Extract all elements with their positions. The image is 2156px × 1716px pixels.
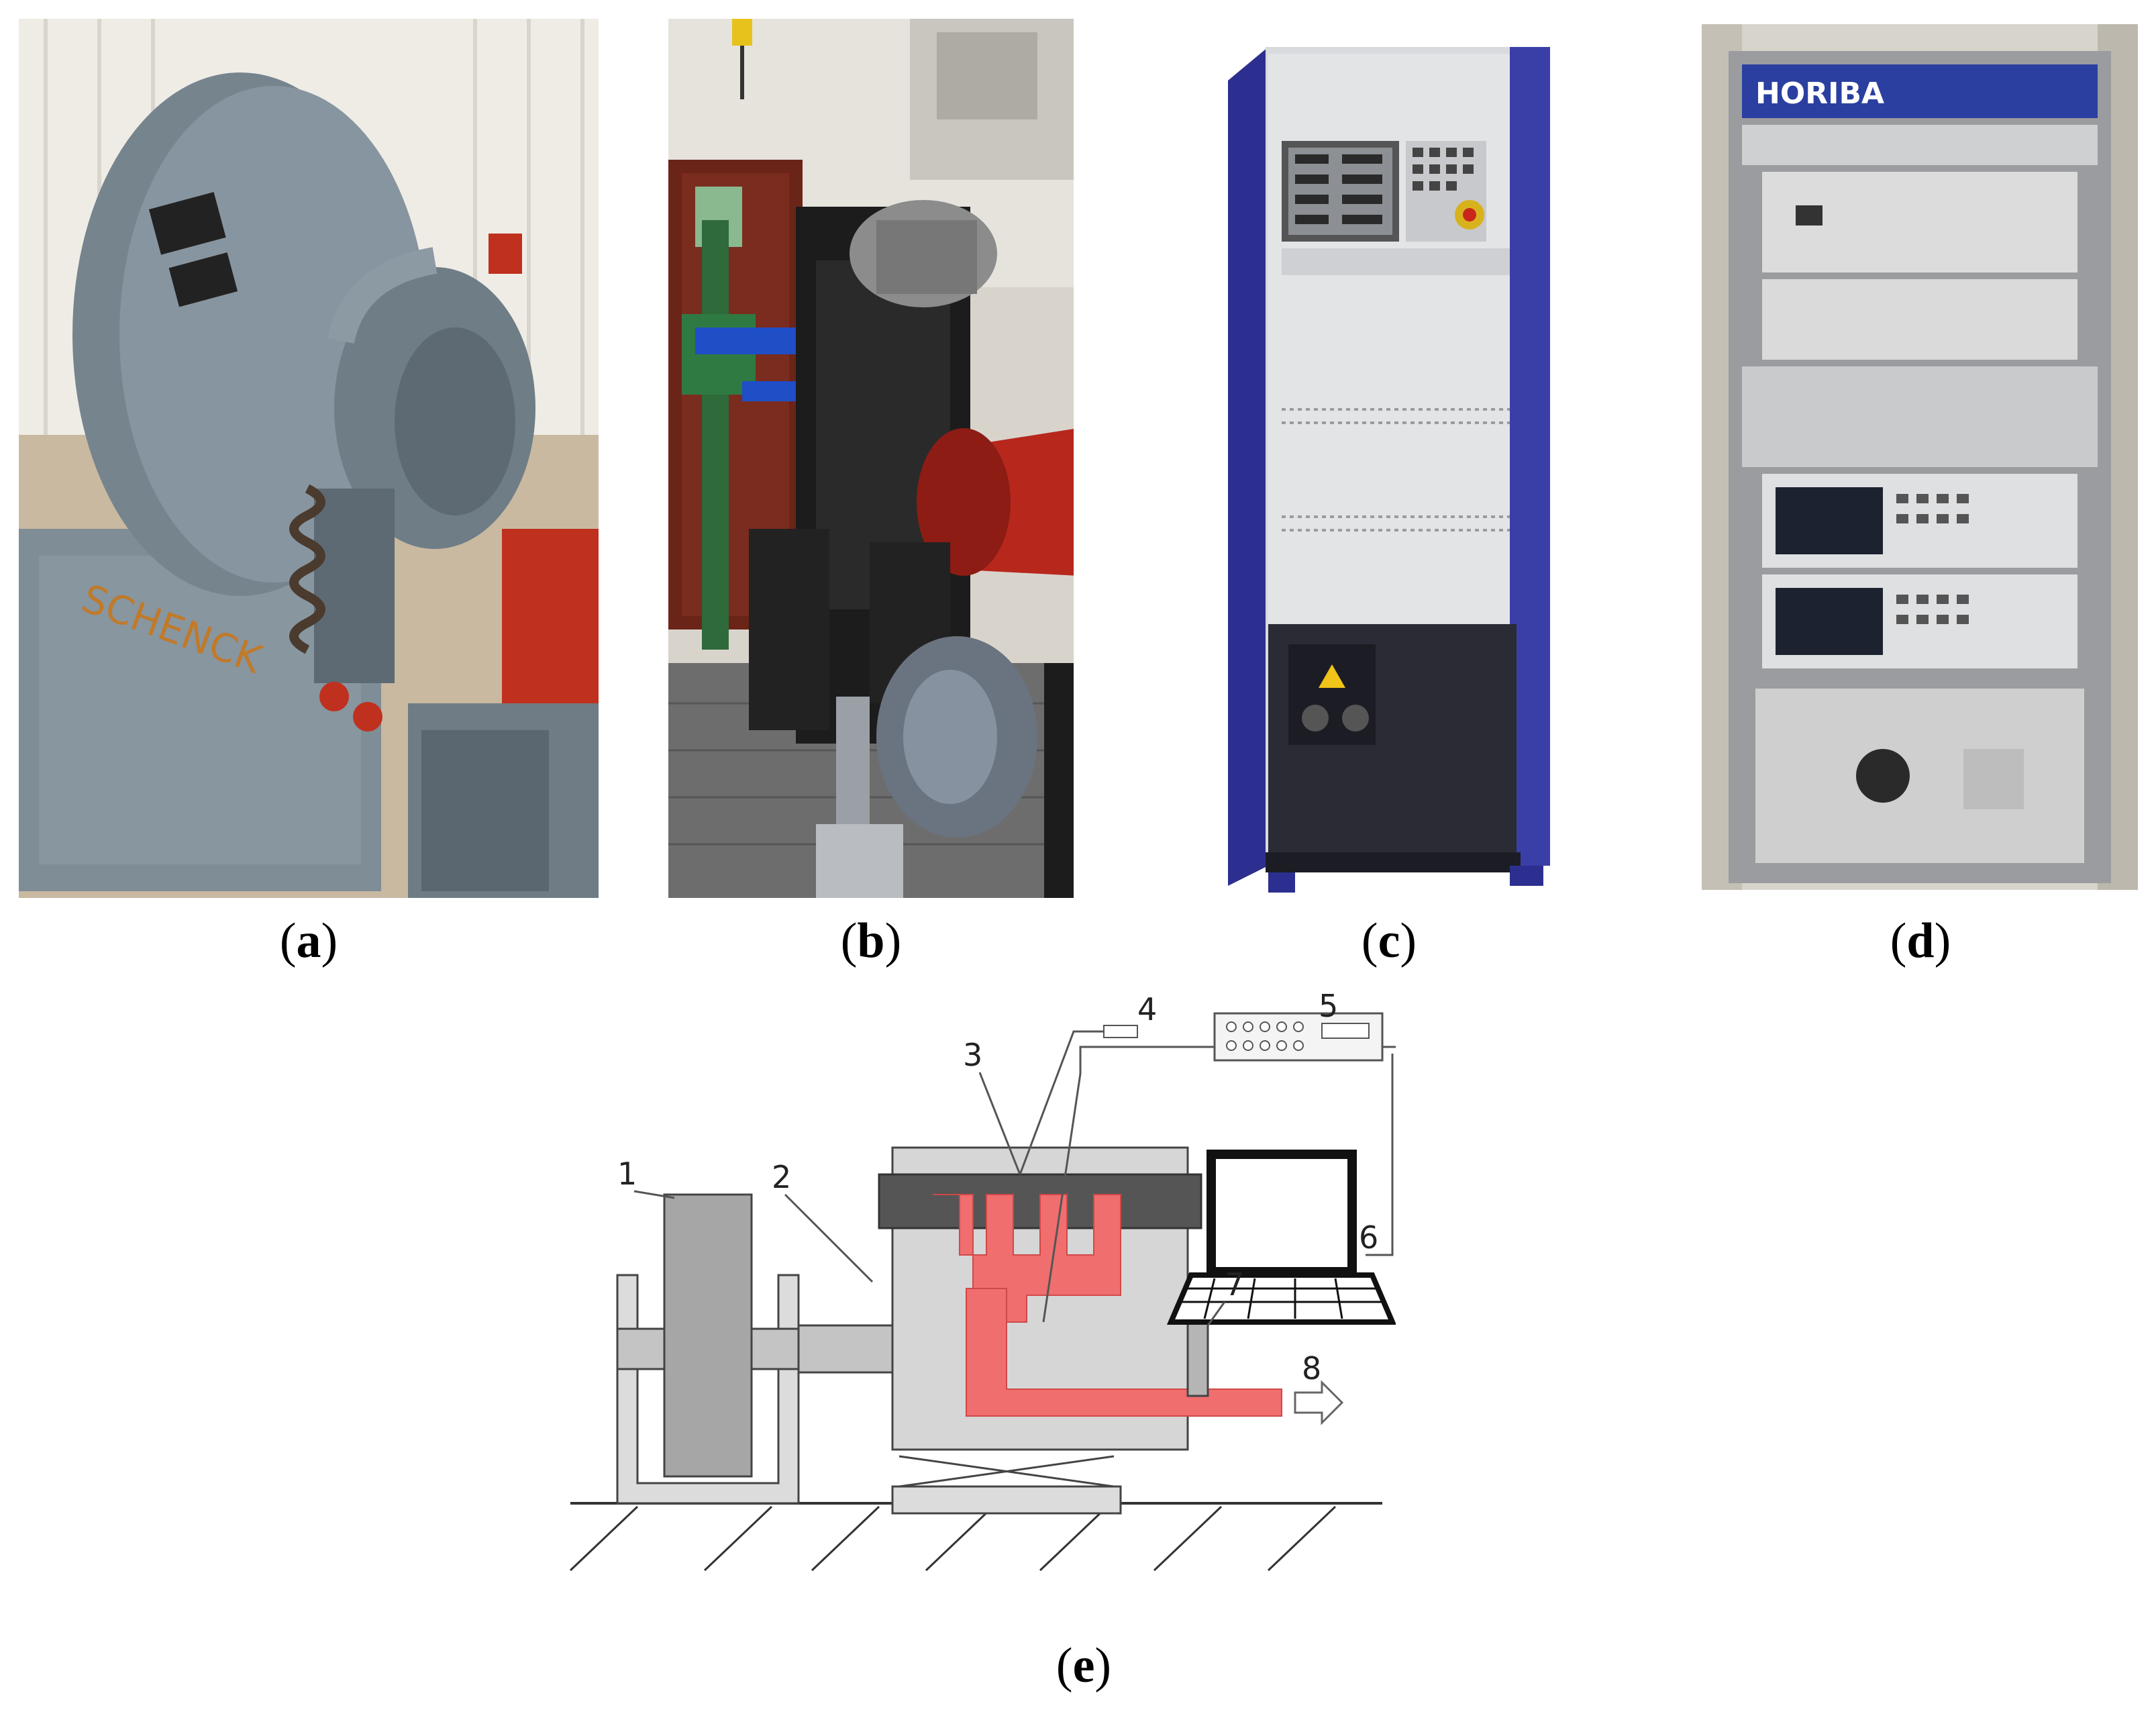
label-3: 3 — [963, 1037, 982, 1073]
photo-horiba-rack: HORIBA — [1702, 24, 2138, 890]
sensor-7 — [1186, 1321, 1209, 1397]
probe-4 — [1103, 1025, 1138, 1038]
test-bench-schematic: 1 2 3 4 5 6 7 8 — [550, 988, 1397, 1584]
label-1: 1 — [617, 1156, 637, 1192]
label-8: 8 — [1302, 1350, 1321, 1386]
photo-engine-test-bench — [668, 19, 1074, 898]
drive-shaft — [797, 1324, 894, 1374]
photo-analyzer-cabinet — [1201, 34, 1577, 899]
schematic-svg: 1 2 3 4 5 6 7 8 — [569, 988, 1397, 1572]
horiba-rack-illustration: HORIBA — [1702, 24, 2138, 890]
dyno-frame — [616, 1274, 800, 1505]
engine-mount-base — [891, 1485, 1122, 1515]
caption-e: (e) — [1056, 1638, 1112, 1693]
cabinet-illustration — [1201, 34, 1577, 899]
ground-hatching — [569, 1505, 1337, 1572]
analyzer-brand-label: HORIBA — [1755, 77, 1884, 111]
caption-b: (b) — [840, 913, 902, 968]
caption-c: (c) — [1361, 913, 1417, 968]
label-6: 6 — [1359, 1219, 1378, 1256]
label-4: 4 — [1137, 993, 1157, 1027]
photo-dynamometer: SCHENCK — [19, 19, 599, 898]
caption-a: (a) — [279, 913, 338, 968]
label-5: 5 — [1319, 993, 1338, 1024]
exhaust-pipe — [966, 1288, 1282, 1417]
label-7: 7 — [1225, 1266, 1244, 1303]
dynamometer — [663, 1193, 753, 1478]
caption-d: (d) — [1890, 913, 1951, 968]
exhaust-arrow — [1294, 1380, 1344, 1425]
engine-bench-illustration — [668, 19, 1074, 898]
dynamometer-illustration: SCHENCK — [19, 19, 599, 898]
probe-line — [1019, 1030, 1104, 1175]
laptop-screen — [1207, 1150, 1357, 1276]
label-2: 2 — [772, 1159, 791, 1195]
laptop-keyboard — [1166, 1272, 1397, 1325]
